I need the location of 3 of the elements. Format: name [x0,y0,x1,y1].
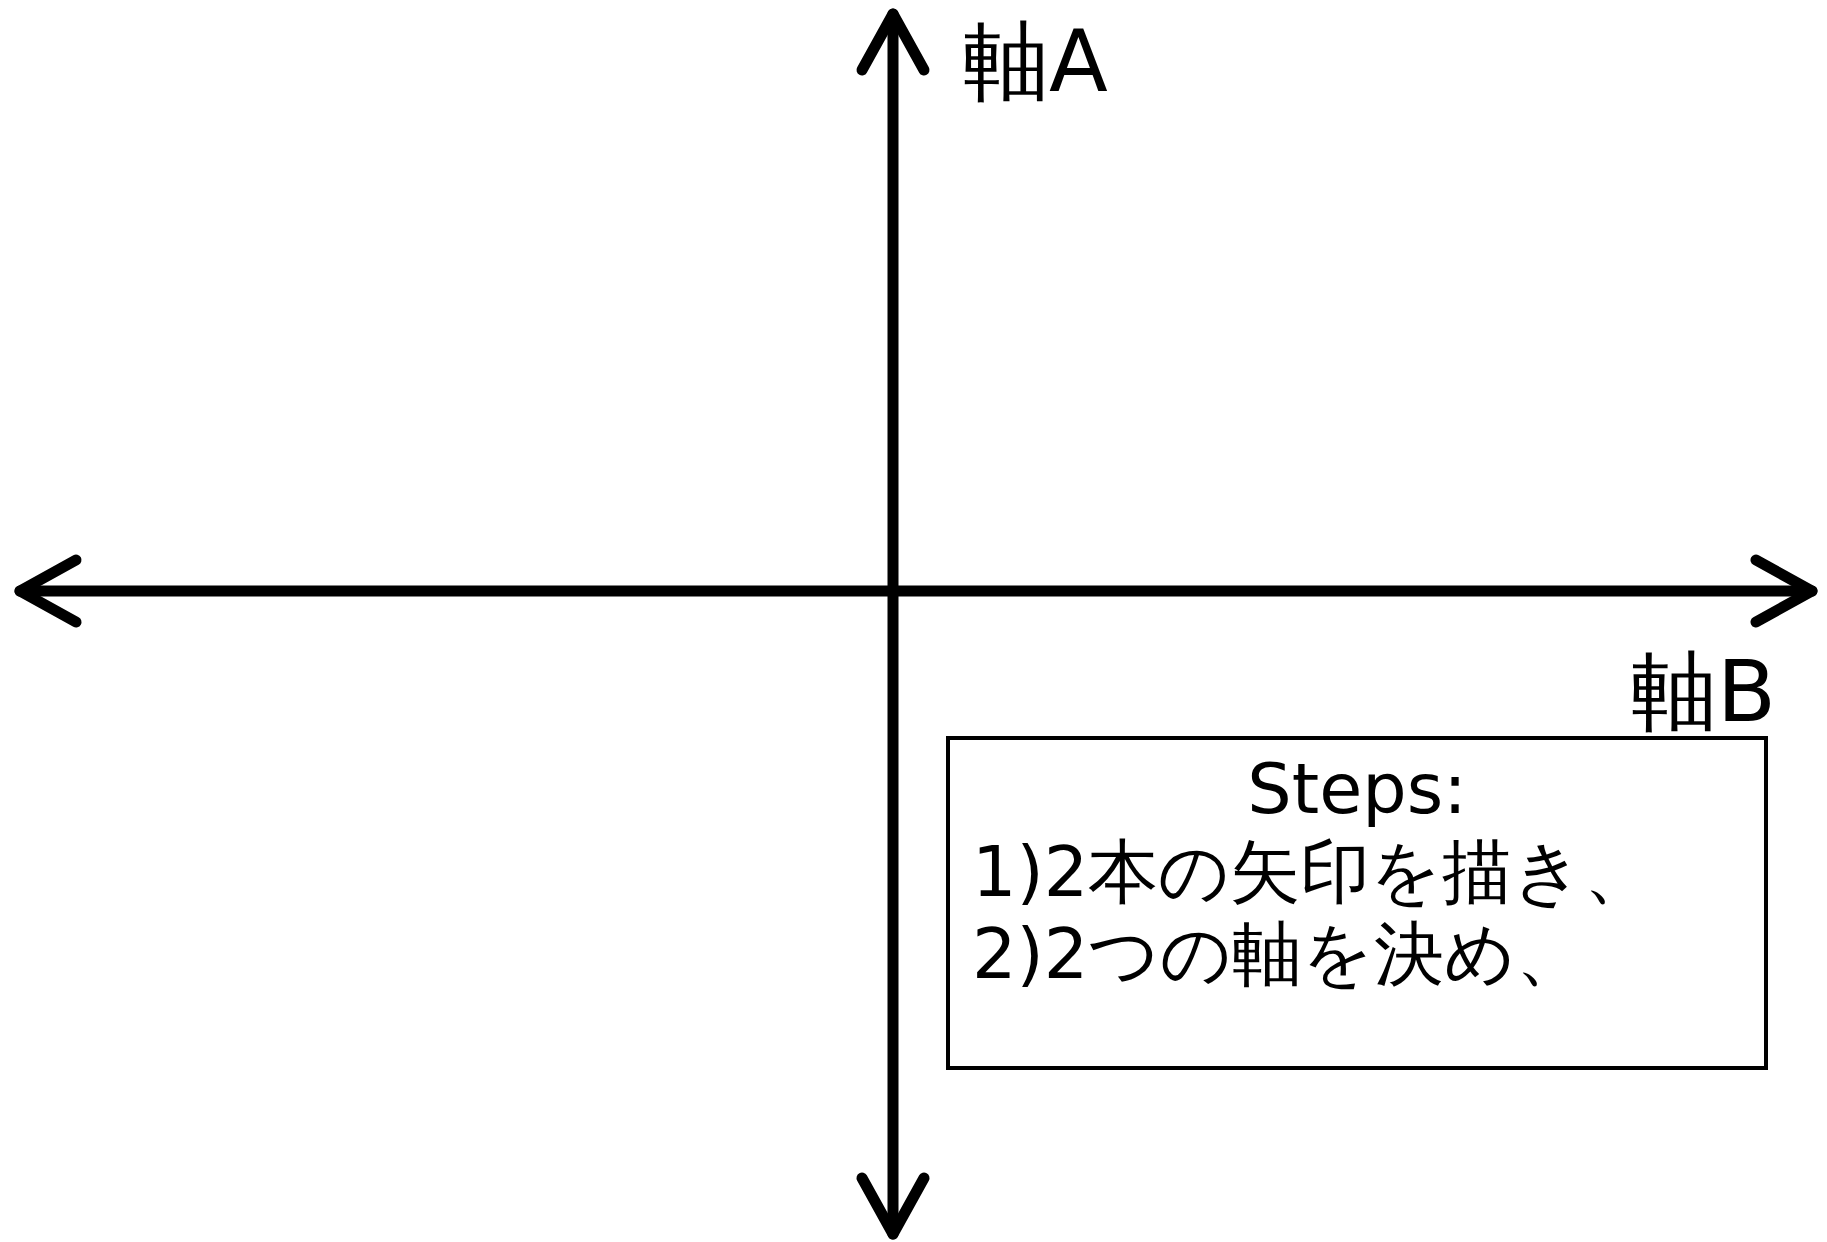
axis-label: 軸B [1631,648,1776,734]
steps-box: Steps: 1)2本の矢印を描き、 2)2つの軸を決め、 [946,736,1768,1070]
axis-label: 軸A [963,18,1108,104]
